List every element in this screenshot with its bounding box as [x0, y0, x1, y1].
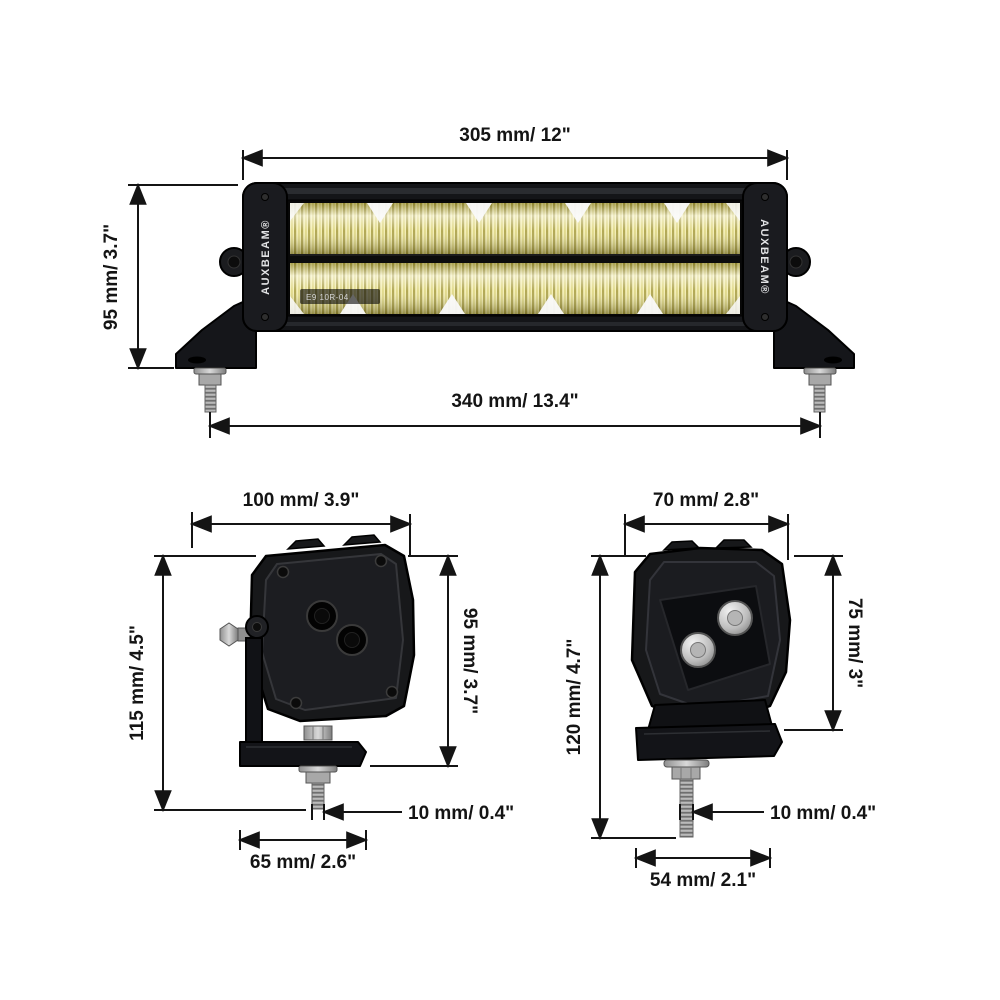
dim-lightbar-left: 95 mm/ 3.7"	[101, 182, 238, 371]
pod-end-side-view	[630, 539, 792, 838]
lightbar-right-endcap: AUXBEAM®	[742, 182, 788, 332]
pod-a-bracket	[239, 637, 367, 767]
dim-pod-a-right-label: 95 mm/ 3.7"	[459, 608, 480, 714]
dim-pod-a-stud: 10 mm/ 0.4"	[311, 803, 514, 824]
left-bolt-washer	[193, 367, 227, 375]
dim-pod-a-left: 115 mm/ 4.5"	[127, 553, 306, 813]
pod-a-corner-screws	[276, 554, 399, 710]
lightbar-right-mount-bracket	[773, 295, 855, 413]
dim-pod-b-stud-label: 10 mm/ 0.4"	[770, 803, 876, 824]
lightbar-left-mount-bracket	[175, 295, 257, 413]
lightbar-right-endcap-brand: AUXBEAM®	[758, 219, 770, 295]
dim-lightbar-top-label: 305 mm/ 12"	[459, 125, 570, 146]
pod-b-foot-bolt	[663, 759, 710, 838]
pod-a-pivot-bolt	[219, 615, 269, 647]
dim-pod-a-top: 100 mm/ 3.9"	[189, 490, 413, 556]
dim-pod-b-bottom: 54 mm/ 2.1"	[633, 848, 773, 891]
lightbar-led-rows: E9 10R-04	[290, 203, 740, 314]
dim-lightbar-bottom-label: 340 mm/ 13.4"	[451, 391, 578, 412]
pod-b-screws	[680, 600, 753, 668]
dim-pod-a-top-label: 100 mm/ 3.9"	[243, 490, 360, 511]
right-bolt-nut	[808, 373, 832, 386]
dim-lightbar-left-label: 95 mm/ 3.7"	[101, 224, 122, 330]
dim-pod-a-right: 95 mm/ 3.7"	[370, 553, 480, 769]
dim-pod-b-right-label: 75 mm/ 3"	[844, 598, 865, 688]
pod-b-top-fin	[714, 539, 753, 549]
dim-lightbar-top: 305 mm/ 12"	[240, 125, 790, 180]
pod-a-face-panel	[261, 553, 404, 711]
left-bolt-stud	[204, 384, 217, 413]
dim-pod-a-bottom: 65 mm/ 2.6"	[237, 830, 369, 873]
dim-pod-a-left-label: 115 mm/ 4.5"	[127, 625, 148, 741]
lightbar-left-endcap: AUXBEAM®	[242, 182, 288, 332]
pod-a-center-ports	[306, 600, 368, 656]
dim-pod-b-top: 70 mm/ 2.8"	[622, 490, 791, 560]
right-bolt-washer	[803, 367, 837, 375]
dim-lightbar-bottom: 340 mm/ 13.4"	[207, 391, 823, 438]
dim-pod-b-right: 75 mm/ 3"	[784, 553, 865, 733]
dim-pod-b-top-label: 70 mm/ 2.8"	[653, 490, 759, 511]
left-bolt-nut	[198, 373, 222, 386]
pod-a-foot-bolt	[298, 725, 338, 810]
pod-a-top-fin	[342, 534, 382, 546]
dim-pod-b-left: 120 mm/ 4.7"	[564, 553, 676, 841]
right-bolt-stud	[813, 384, 826, 413]
pod-a-top-fin	[286, 538, 326, 550]
lightbar-left-endcap-brand: AUXBEAM®	[260, 219, 272, 295]
dim-pod-b-left-label: 120 mm/ 4.7"	[564, 639, 585, 756]
dim-pod-a-stud-label: 10 mm/ 0.4"	[408, 803, 514, 824]
dim-pod-b-bottom-label: 54 mm/ 2.1"	[650, 870, 756, 891]
lightbar-front-view: E9 10R-04 AUXBEAM® AUXBEAM®	[175, 182, 855, 413]
pod-b-bracket	[635, 699, 783, 761]
dim-pod-a-bottom-label: 65 mm/ 2.6"	[250, 852, 356, 873]
dim-pod-b-stud: 10 mm/ 0.4"	[679, 803, 876, 824]
lightbar-certification-text: E9 10R-04	[306, 293, 349, 302]
pod-bracket-side-view	[219, 534, 416, 810]
